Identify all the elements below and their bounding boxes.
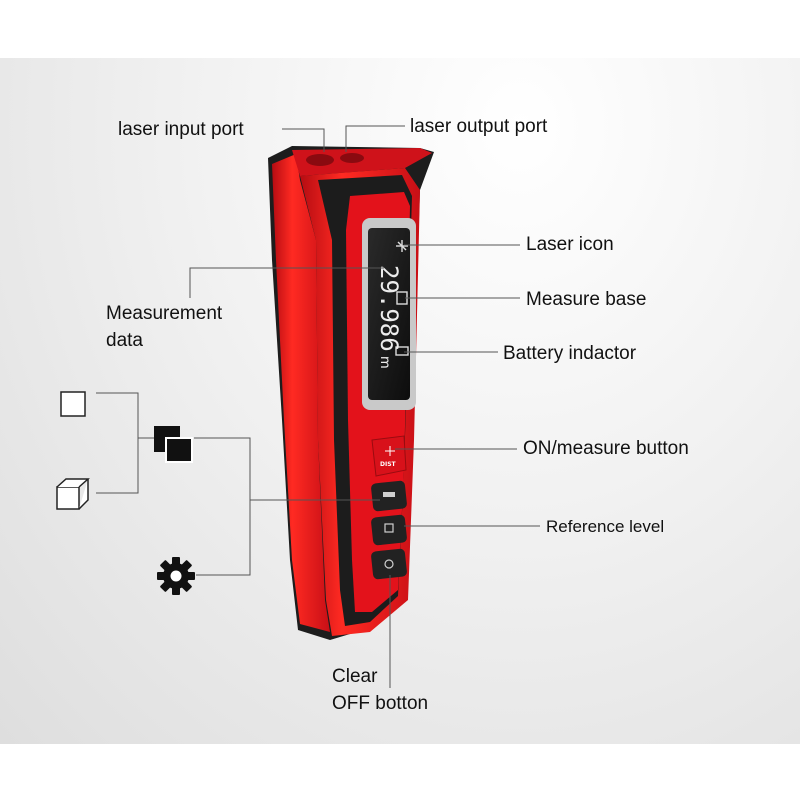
label-clear-line2: OFF botton bbox=[332, 693, 429, 714]
screen-laser-icon bbox=[396, 240, 408, 252]
clear-button-mark bbox=[384, 559, 394, 569]
dist-button[interactable] bbox=[371, 435, 407, 477]
label-laser-output-port: laser output port bbox=[410, 116, 548, 137]
cube-volume-icon bbox=[56, 478, 90, 510]
dist-button-laser-icon bbox=[385, 446, 395, 456]
label-measurement-data: Measurement data bbox=[106, 300, 222, 354]
clear-off-button[interactable] bbox=[371, 548, 408, 580]
label-battery-indicator: Battery indactor bbox=[503, 343, 637, 364]
screen bbox=[368, 228, 410, 400]
square-area-icon bbox=[60, 391, 86, 417]
screen-unit: m bbox=[377, 356, 392, 369]
label-on-measure-button: ON/measure button bbox=[523, 438, 689, 459]
reference-button[interactable] bbox=[371, 514, 408, 546]
label-measurement-data-line1: Measurement bbox=[106, 303, 223, 324]
laser-distance-meter: 29.986 m DIST bbox=[268, 146, 434, 640]
label-clear-line1: Clear bbox=[332, 666, 378, 687]
dist-button-label: DIST bbox=[380, 461, 397, 468]
label-measurement-data-line2: data bbox=[106, 330, 143, 351]
label-laser-icon: Laser icon bbox=[526, 234, 614, 255]
screen-battery-icon bbox=[395, 346, 409, 356]
mode-button-mark bbox=[383, 492, 395, 497]
screen-reading: 29.986 bbox=[375, 265, 403, 352]
reference-button-mark bbox=[384, 523, 394, 533]
leader-lines bbox=[96, 125, 540, 688]
laser-output-lens bbox=[340, 153, 364, 163]
gear-icon bbox=[157, 557, 195, 595]
laser-input-lens bbox=[306, 154, 334, 166]
label-laser-input-port: laser input port bbox=[118, 119, 244, 140]
label-measure-base: Measure base bbox=[526, 289, 647, 310]
label-reference-level: Reference level bbox=[546, 517, 665, 536]
device-red-side bbox=[272, 154, 330, 632]
stacked-squares-icon bbox=[154, 426, 193, 463]
label-clear-off-button: Clear OFF botton bbox=[332, 663, 428, 717]
